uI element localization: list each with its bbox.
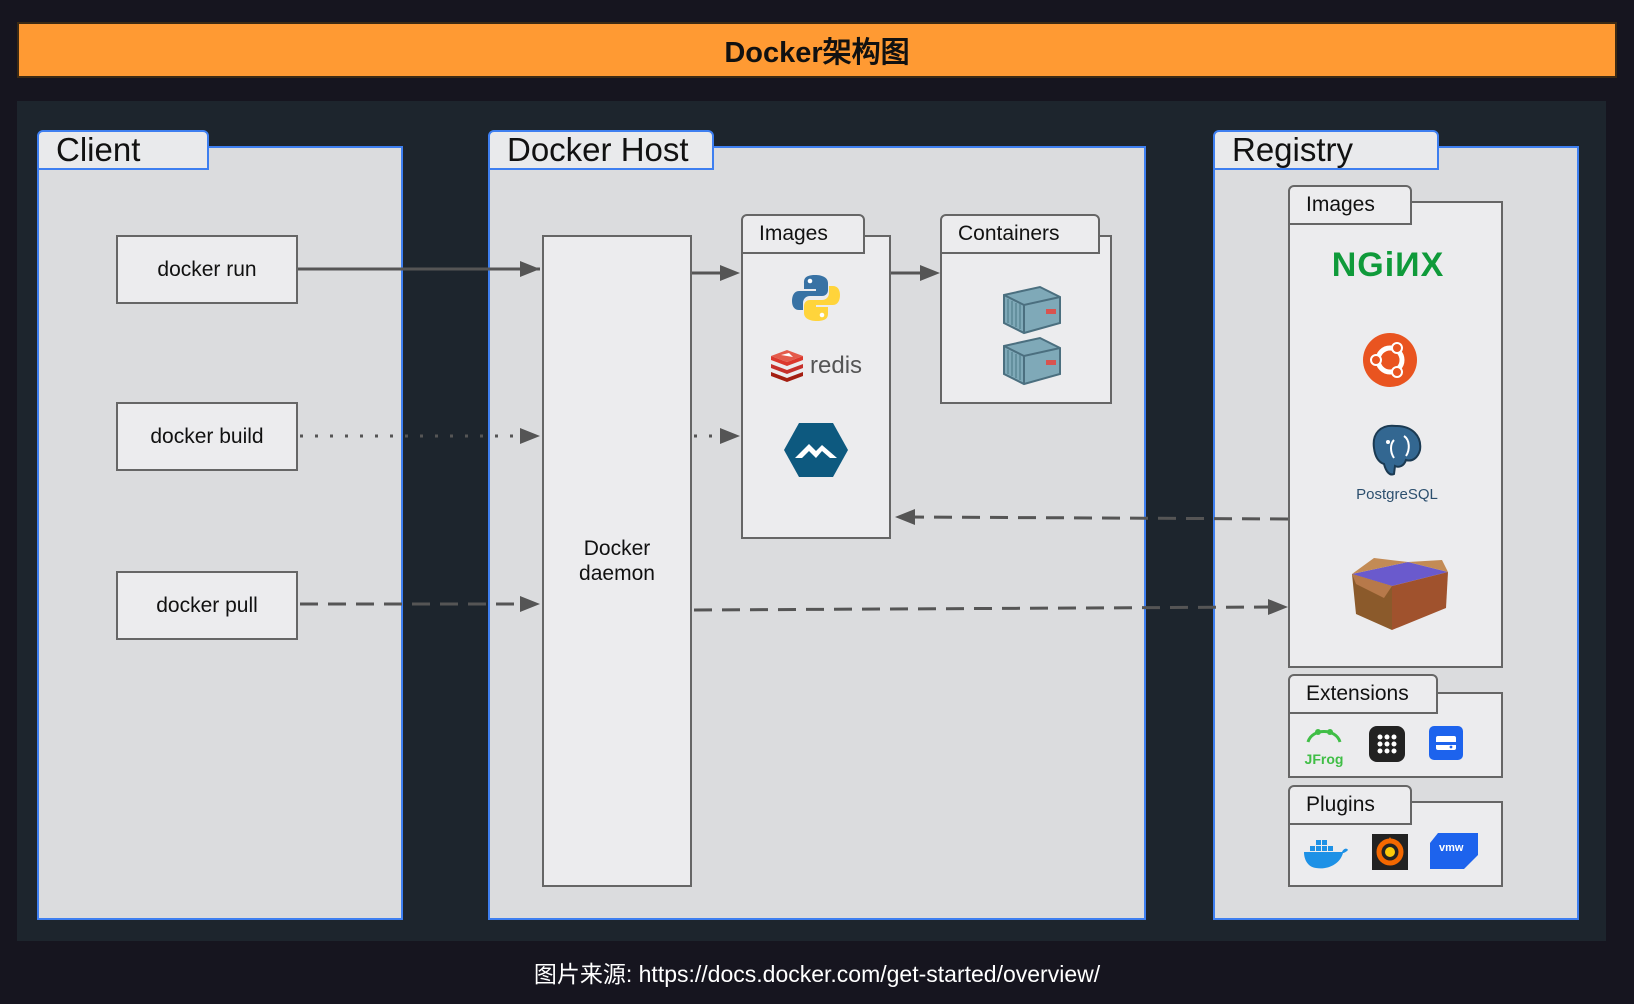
host-containers-tab: Containers <box>940 214 1100 254</box>
registry-plugins-tab: Plugins <box>1288 785 1412 825</box>
jfrog-frog-icon <box>1306 729 1342 743</box>
postgresql-icon <box>1372 424 1422 476</box>
jfrog-icon: JFrog <box>1304 724 1344 767</box>
dots-grid-icon <box>1369 726 1405 762</box>
redis-text: redis <box>810 352 863 379</box>
ubuntu-icon <box>1363 333 1417 387</box>
daemon-to-registry-arrow <box>693 599 1288 615</box>
build-arrow <box>300 428 540 444</box>
registry-to-images-arrow <box>895 509 1289 525</box>
python-icon <box>792 275 840 321</box>
container-icon <box>1003 336 1061 386</box>
jfrog-text: JFrog <box>1304 751 1344 767</box>
container-icon <box>1003 285 1061 335</box>
redis-cube-icon <box>771 350 803 382</box>
postgresql-text: PostgreSQL <box>1356 486 1438 503</box>
daemon-build-images-arrow <box>694 428 740 444</box>
docker-build-command: docker build <box>116 402 298 471</box>
docker-host-tab: Docker Host <box>488 130 714 170</box>
image-source-caption: 图片来源: https://docs.docker.com/get-starte… <box>533 961 1101 987</box>
docker-daemon: Docker daemon <box>542 235 692 887</box>
vmware-icon: vmw <box>1430 831 1478 869</box>
daemon-to-images-arrow <box>692 265 740 281</box>
grafana-icon <box>1372 834 1408 870</box>
docker-whale-icon <box>1304 840 1348 869</box>
host-images-tab: Images <box>741 214 865 254</box>
package-box-icon <box>1352 558 1448 630</box>
docker-pull-command: docker pull <box>116 571 298 640</box>
pull-arrow <box>300 596 540 612</box>
page-title: Docker架构图 <box>17 22 1617 78</box>
registry-extensions-tab: Extensions <box>1288 674 1438 714</box>
nginx-logo: NGiИX <box>1331 246 1445 284</box>
registry-images-tab: Images <box>1288 185 1412 225</box>
alpine-icon <box>784 423 848 477</box>
drive-icon <box>1429 726 1463 760</box>
vmware-text: vmw <box>1439 842 1464 854</box>
docker-run-command: docker run <box>116 235 298 304</box>
run-arrow <box>298 261 540 277</box>
docker-daemon-label: Docker daemon <box>579 537 655 585</box>
images-to-containers-arrow <box>891 265 940 281</box>
vmware-shape-icon <box>1430 833 1478 869</box>
redis-icon: redis <box>769 348 879 384</box>
client-tab: Client <box>37 130 209 170</box>
registry-tab: Registry <box>1213 130 1439 170</box>
